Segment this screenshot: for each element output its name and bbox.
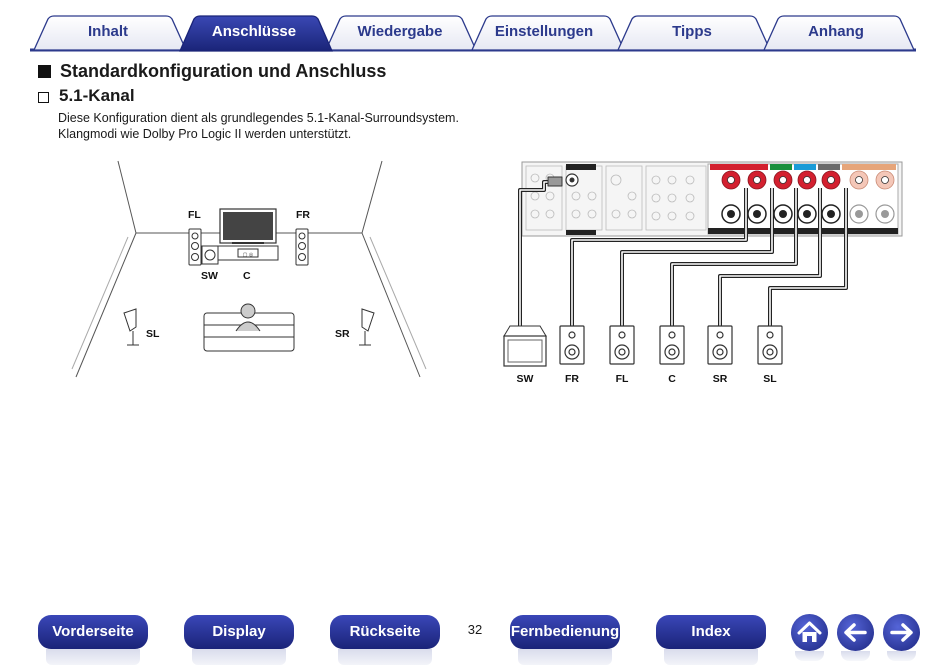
speaker-sr-box-icon [707,325,733,365]
description-line-1: Diese Konfiguration dient als grundlegen… [58,111,459,125]
receiver-rear-panel [521,161,903,237]
wiring-label-sl: SL [763,373,777,385]
room-layout-diagram: ▢ ◎ FL FR SW C SL [71,160,427,378]
wiring-diagram: SW FR FL C SR SL [503,161,903,385]
nav-fernbedienung-button[interactable]: Fernbedienung [510,615,620,665]
speaker-sr-icon [359,308,375,346]
description-line-2: Klangmodi wie Dolby Pro Logic II werden … [58,127,352,141]
wiring-label-sw: SW [517,373,534,385]
wiring-label-fl: FL [616,373,629,385]
speaker-c-box-icon [659,325,685,365]
forward-arrow-icon [890,623,913,642]
wiring-label-c: C [668,373,676,385]
speaker-cables [518,176,848,326]
forward-button[interactable] [883,614,920,661]
tab-anschluesse[interactable]: Anschlüsse [211,23,297,40]
wiring-label-fr: FR [565,373,579,385]
tab-outline [30,15,916,52]
square-bullet-icon [38,64,51,78]
home-icon [797,621,822,642]
label-c: C [243,270,251,282]
svg-text:▢ ◎: ▢ ◎ [243,252,254,258]
speaker-fl-box-icon [609,325,635,365]
box-bullet-icon [38,91,49,103]
speaker-fr-box-icon [559,325,585,365]
subsection-title: 5.1-Kanal [59,86,135,105]
nav-index-button[interactable]: Index [656,615,766,665]
label-fr: FR [296,209,310,221]
subsection-heading: 5.1-Kanal [38,86,135,106]
subwoofer-box-icon [503,325,547,367]
label-fl: FL [188,209,201,221]
label-sw: SW [201,270,218,282]
nav-rueckseite-button[interactable]: Rückseite [330,615,440,665]
tab-inhalt[interactable]: Inhalt [88,23,128,40]
tab-tipps[interactable]: Tipps [672,23,712,40]
section-heading: Standardkonfiguration und Anschluss [38,60,386,82]
speaker-sl-icon [123,308,139,346]
nav-vorderseite-button[interactable]: Vorderseite [38,615,148,665]
speaker-terminals [721,170,895,224]
sofa-icon [203,303,295,352]
wiring-label-sr: SR [713,373,728,385]
label-sr: SR [335,328,350,340]
page-number: 32 [467,622,483,637]
tab-einstellungen[interactable]: Einstellungen [494,23,594,40]
tv-icon: ▢ ◎ [217,208,279,261]
speaker-sl-box-icon [757,325,783,365]
tab-wiedergabe[interactable]: Wiedergabe [357,23,443,40]
speaker-fl-icon [188,228,202,266]
nav-display-button[interactable]: Display [184,615,294,665]
home-button[interactable] [791,614,828,661]
subwoofer-icon [201,245,219,265]
section-title: Standardkonfiguration und Anschluss [60,60,387,81]
tab-bar: Inhalt Anschlüsse Wiedergabe Einstellung… [0,0,950,56]
back-arrow-icon [844,623,867,642]
tab-anhang[interactable]: Anhang [808,23,864,40]
speaker-fr-icon [295,228,309,266]
label-sl: SL [146,328,160,340]
back-button[interactable] [837,614,874,661]
